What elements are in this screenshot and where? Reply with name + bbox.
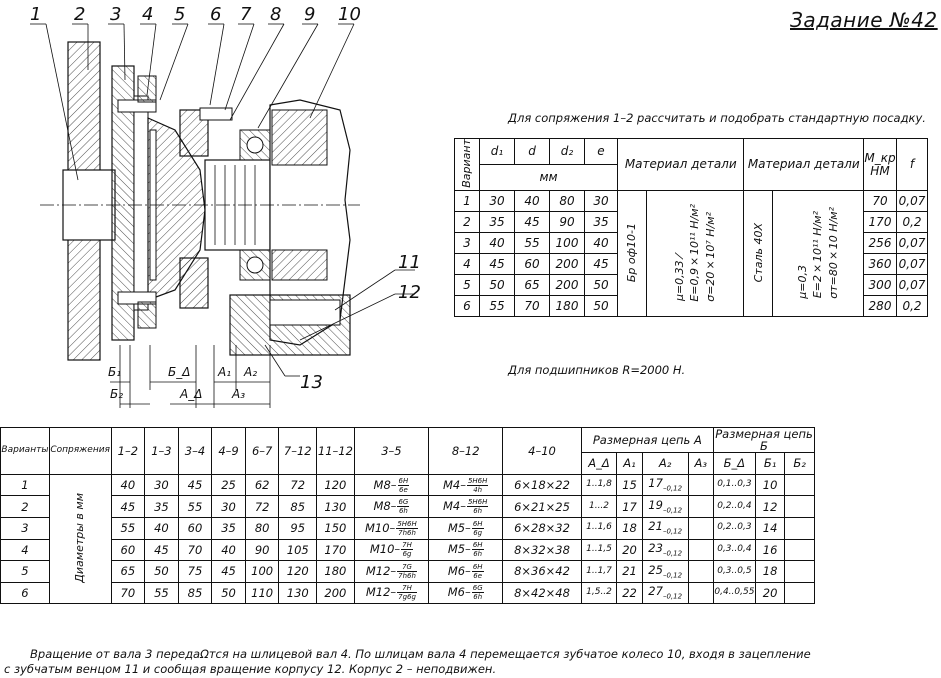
t2-head-c34: 3–4 xyxy=(177,427,213,475)
footer-line-2: с зубчатым венцом 11 и сообщая вращение … xyxy=(4,662,497,676)
bolt-bottom xyxy=(117,291,157,305)
t2-head-c13: 1–3 xyxy=(144,427,179,475)
bolt-top xyxy=(117,99,157,113)
dim-label-b1: Б₁ xyxy=(108,365,121,379)
t1-head-e: e xyxy=(584,137,618,166)
t2-head-c35: 3–5 xyxy=(353,427,430,475)
spline-shaft-4 xyxy=(204,159,271,251)
label-part-11: 11 xyxy=(398,252,421,273)
bearing-note: Для подшипников R=2000 H. xyxy=(508,363,686,377)
footer-line-1: Вращение от вала 3 передаΩтся на шлицево… xyxy=(30,647,811,661)
t1-head-d1: d₁ xyxy=(479,137,515,166)
label-part-5: 5 xyxy=(174,4,185,25)
t2-head-c1112: 11–12 xyxy=(316,427,355,475)
t2-head-c812: 8–12 xyxy=(428,427,504,475)
t2-head-c12: 1–2 xyxy=(110,427,146,475)
label-part-9: 9 xyxy=(304,4,315,25)
t2-head-c712: 7–12 xyxy=(278,427,318,475)
table-row: 4 45 60 200 45 360 0,07 xyxy=(454,253,928,276)
label-part-4: 4 xyxy=(142,4,153,25)
dim-label-ad: А_Δ xyxy=(179,387,202,401)
t2-head-chainA: Размерная цепь А xyxy=(580,426,715,454)
label-part-2: 2 xyxy=(74,4,85,25)
table-row: 1 Диаметры в мм 40 30 45 25 62 72 120 M8… xyxy=(0,473,815,605)
variants-table: Варианты Сопряжения 1–2 1–3 3–4 4–9 6–7 … xyxy=(0,426,815,605)
dim-label-a3: А₃ xyxy=(231,387,245,401)
t1-head-unit: мм xyxy=(479,164,618,192)
label-part-8: 8 xyxy=(270,4,281,25)
t1-head-material2: Материал детали xyxy=(743,137,864,192)
label-part-3: 3 xyxy=(110,4,121,25)
label-part-1: 1 xyxy=(30,4,41,25)
label-part-10: 10 xyxy=(338,4,361,25)
t2-head-joint: Сопряжения xyxy=(48,427,112,475)
material-table: Вариант d₁ d d₂ e Материал детали Матери… xyxy=(454,137,928,318)
dim-label-a2: А₂ xyxy=(243,365,257,379)
dim-label-bd: Б_Δ xyxy=(168,365,190,379)
t2-head-c67: 6–7 xyxy=(244,427,280,475)
t1-material2-name: Сталь 40Х xyxy=(743,190,774,318)
dim-label-b2: Б₂ xyxy=(110,387,123,401)
table-row: 1 30 40 80 30 Бр оф10-1 μ=0,33 ⁄ E=0,9×1… xyxy=(454,190,928,318)
t2-head-a3: А₃ xyxy=(687,452,715,475)
label-part-7: 7 xyxy=(240,4,252,25)
t2-head-b2: Б₂ xyxy=(784,452,815,475)
t1-head-d: d xyxy=(514,137,550,166)
t2-head-bD: Б_Δ xyxy=(713,452,756,475)
t1-head-variant: Вариант xyxy=(454,137,480,192)
label-part-12: 12 xyxy=(398,282,421,303)
fit-instruction: Для сопряжения 1–2 рассчитать и подобрат… xyxy=(508,111,926,125)
dim-label-a1: А₁ xyxy=(217,365,231,379)
t2-head-a2: А₂ xyxy=(641,452,689,475)
t2-head-aD: А_Δ xyxy=(580,452,618,475)
t1-material1-name: Бр оф10-1 xyxy=(617,190,647,318)
t1-head-f: f xyxy=(896,137,928,192)
t1-head-material1: Материал детали xyxy=(616,137,745,192)
t2-head-chainB: Размерная цепь Б xyxy=(713,426,815,454)
t2-head-b1: Б₁ xyxy=(754,452,786,475)
t2-head-variant: Варианты xyxy=(0,427,50,475)
t2-head-a1: А₁ xyxy=(616,452,643,475)
t2-head-c410: 4–10 xyxy=(502,427,582,475)
label-part-6: 6 xyxy=(210,4,221,25)
t1-material2-props: μ=0,3 E=2×10¹¹ H/м² σт=80×10 H/м² xyxy=(772,190,864,318)
task-title: Задание №42 xyxy=(790,8,938,32)
label-part-13: 13 xyxy=(300,372,323,393)
t1-material1-props: μ=0,33 ⁄ E=0,9×10¹¹ H/м² σ=20×10⁷ H/м² xyxy=(645,190,745,318)
t1-head-d2: d₂ xyxy=(549,137,585,166)
table-row: 3 40 55 100 40 256 0,07 xyxy=(454,232,928,255)
t2-head-c49: 4–9 xyxy=(211,427,246,475)
table-row: 6 55 70 180 50 280 0,2 xyxy=(454,295,928,318)
table-row: 2 35 45 90 35 170 0,2 xyxy=(454,211,928,234)
t2-joint-label: Диаметры в мм xyxy=(48,473,112,605)
assembly-drawing: 1 2 3 4 5 6 7 8 9 10 11 12 13 Б₁ Б₂ Б_Δ … xyxy=(30,4,421,408)
table-row: 5 50 65 200 50 300 0,07 xyxy=(454,274,928,297)
